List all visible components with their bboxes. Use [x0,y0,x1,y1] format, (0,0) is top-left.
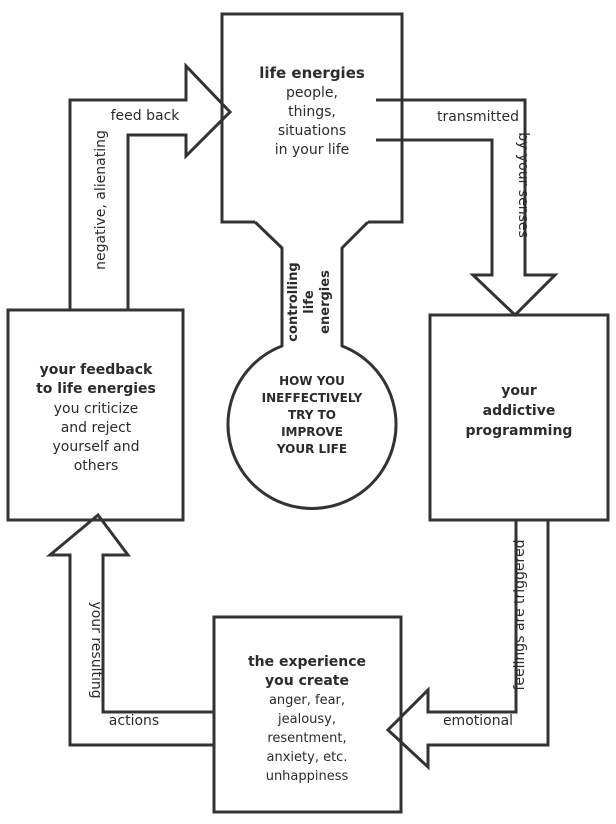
label-negative-alienating: negative, alienating [93,130,109,270]
experience-line-2: jealousy, [277,712,336,727]
label-feed-back: feed back [111,108,181,124]
flask-center [226,220,398,510]
arrow-resulting-actions [45,512,214,747]
box-addictive-programming [428,313,610,522]
experience-line-4: anxiety, etc. [267,750,348,765]
bulb-line-1: HOW YOU [279,374,345,388]
feedback-title-2: to life energies [36,381,156,397]
bulb-line-4: IMPROVE [281,425,343,439]
experience-line-5: unhappiness [266,769,349,784]
stem-line-3: energies [318,270,333,334]
stem-line-2: life [302,290,317,314]
life-energies-title: life energies [259,64,365,82]
feedback-line-4: others [74,458,119,474]
bulb-line-2: INEFFECTIVELY [262,391,363,405]
arrow-emotional-feelings [385,520,550,771]
addictive-line-1: your [501,383,537,399]
life-energies-line-4: in your life [275,142,349,158]
life-energies-line-2: things, [288,104,336,120]
feedback-line-2: and reject [61,420,132,436]
label-feelings-triggered: feelings are triggered [512,540,528,691]
stem-line-1: controlling [286,262,301,341]
label-actions: actions [109,713,159,729]
arrow-negative-feedback [68,62,233,310]
life-energies-line-1: people, [286,85,338,101]
label-your-resulting: your resulting [88,601,104,698]
box-feedback [6,308,185,522]
label-emotional: emotional [443,713,513,729]
label-by-your-senses: by your senses [515,132,531,238]
addictive-line-3: programming [466,423,573,439]
bulb-line-5: YOUR LIFE [276,442,347,456]
experience-line-3: resentment, [267,731,346,746]
addictive-line-2: addictive [483,403,556,419]
experience-line-1: anger, fear, [269,693,345,708]
feedback-line-3: yourself and [53,439,140,455]
experience-title-1: the experience [248,654,366,670]
experience-title-2: you create [265,673,349,689]
label-transmitted: transmitted [437,109,519,125]
life-energies-line-3: situations [278,123,346,139]
box-life-energies [220,12,404,224]
bulb-line-3: TRY TO [288,408,336,422]
box-experience [212,615,403,814]
feedback-title-1: your feedback [40,362,153,378]
feedback-line-1: you criticize [54,401,138,417]
